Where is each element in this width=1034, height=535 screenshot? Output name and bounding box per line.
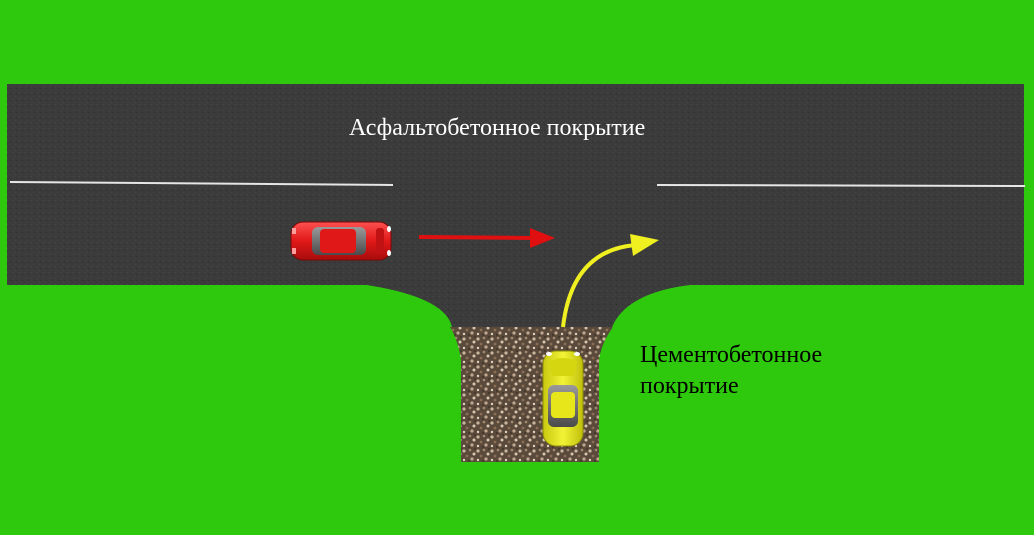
red-car bbox=[290, 221, 392, 261]
concrete-label-line2: покрытие bbox=[640, 373, 739, 399]
concrete-surface-label: Цементобетонное покрытие bbox=[640, 340, 822, 402]
yellow-car bbox=[542, 350, 584, 447]
asphalt-surface-label: Асфальтобетонное покрытие bbox=[349, 115, 646, 141]
red-arrow bbox=[418, 228, 555, 248]
lane-marking-right bbox=[656, 184, 1026, 187]
intersection-corner-asphalt bbox=[360, 284, 700, 327]
asphalt-road bbox=[7, 84, 1024, 285]
concrete-label-line1: Цементобетонное bbox=[640, 342, 823, 368]
yellow-arrow bbox=[561, 234, 659, 328]
lane-marking-left bbox=[9, 181, 394, 186]
concrete-road bbox=[450, 327, 613, 462]
